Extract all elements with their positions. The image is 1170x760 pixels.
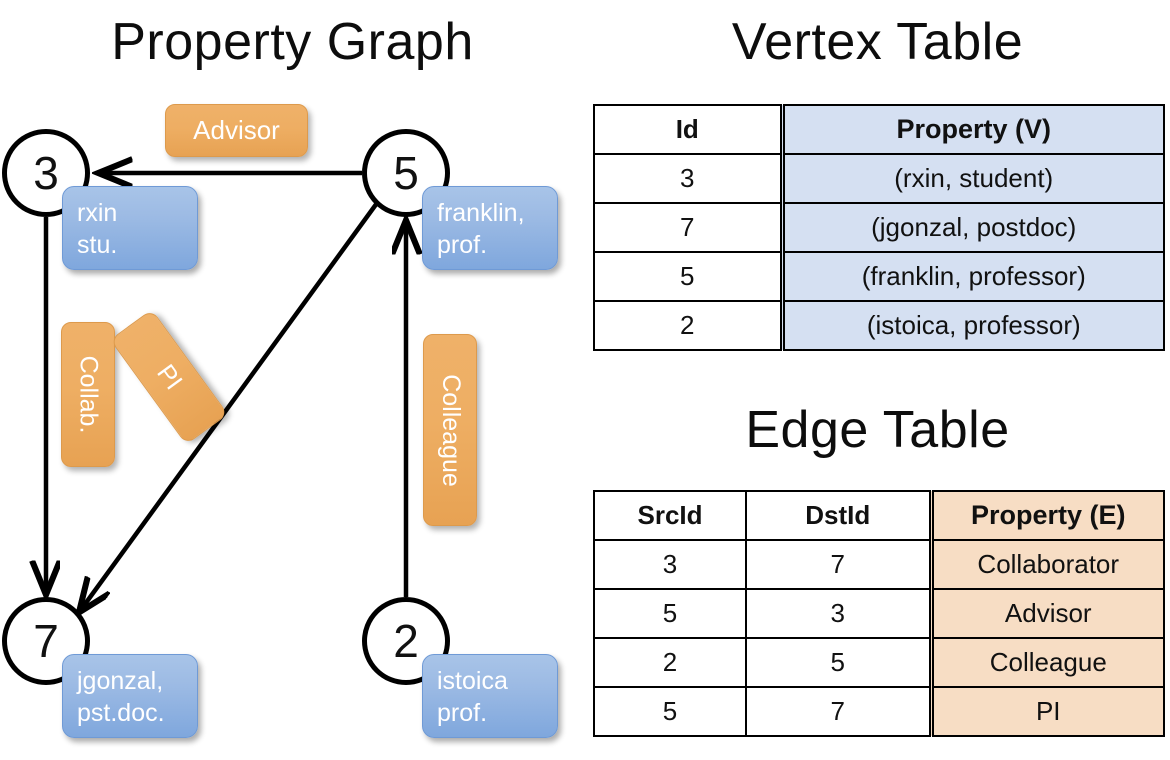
property-graph-diagram: 3 5 7 2 rxin stu. franklin, prof. jgonza… [0, 80, 585, 760]
edge-label-pi-text: PI [151, 358, 188, 395]
edge-label-advisor-text: Advisor [193, 115, 280, 145]
edge-table: SrcId DstId Property (E) 3 7 Collaborato… [593, 490, 1165, 737]
edge-label-advisor: Advisor [165, 104, 308, 157]
edge-table-cell-srcid: 3 [593, 539, 747, 590]
edge-table-cell-srcid: 2 [593, 637, 747, 688]
edge-table-header-row: SrcId DstId Property (E) [593, 490, 1165, 541]
edge-table-header-property: Property (E) [928, 490, 1165, 541]
edge-table-cell-property: Collaborator [928, 539, 1165, 590]
vertex-node-2-label: 2 [393, 615, 419, 667]
vertex-property-istoica-line2: prof. [437, 699, 488, 727]
page-title-property-graph: Property Graph [111, 13, 474, 71]
vertex-node-3-label: 3 [33, 147, 59, 199]
vertex-table-cell-id: 7 [593, 202, 783, 253]
vertex-node-5-label: 5 [393, 147, 419, 199]
edge-arrow-pi [80, 201, 379, 611]
table-row[interactable]: 5 (franklin, professor) [593, 251, 1165, 302]
edge-table-header-srcid: SrcId [593, 490, 747, 541]
vertex-property-istoica-line1: istoica [437, 667, 508, 695]
vertex-table: Id Property (V) 3 (rxin, student) 7 (jgo… [593, 104, 1165, 351]
table-row[interactable]: 2 (istoica, professor) [593, 300, 1165, 351]
table-row[interactable]: 3 (rxin, student) [593, 153, 1165, 204]
edge-table-cell-dstid: 7 [745, 686, 932, 737]
table-row[interactable]: 2 5 Colleague [593, 637, 1165, 688]
vertex-node-5[interactable]: 5 [362, 129, 450, 217]
table-row[interactable]: 5 7 PI [593, 686, 1165, 737]
vertex-table-header-property: Property (V) [779, 104, 1165, 155]
vertex-property-rxin-line1: rxin [77, 199, 118, 227]
vertex-property-rxin-line2: stu. [77, 231, 118, 259]
vertex-property-franklin-line2: prof. [437, 231, 488, 259]
vertex-table-cell-property: (rxin, student) [779, 153, 1165, 204]
table-row[interactable]: 3 7 Collaborator [593, 539, 1165, 590]
vertex-table-cell-property: (istoica, professor) [779, 300, 1165, 351]
vertex-property-box-istoica: istoica prof. [422, 654, 558, 738]
edge-table-cell-dstid: 7 [745, 539, 932, 590]
vertex-table-header-row: Id Property (V) [593, 104, 1165, 155]
vertex-table-cell-property: (franklin, professor) [779, 251, 1165, 302]
graph-edges-layer [0, 80, 585, 760]
table-row[interactable]: 5 3 Advisor [593, 588, 1165, 639]
edge-label-collab: Collab. [61, 322, 115, 467]
vertex-table-cell-id: 3 [593, 153, 783, 204]
table-row[interactable]: 7 (jgonzal, postdoc) [593, 202, 1165, 253]
edge-table-cell-srcid: 5 [593, 686, 747, 737]
edge-table-cell-property: Colleague [928, 637, 1165, 688]
vertex-property-box-jgonzal: jgonzal, pst.doc. [62, 654, 198, 738]
vertex-property-jgonzal-line2: pst.doc. [77, 699, 165, 727]
edge-table-cell-dstid: 3 [745, 588, 932, 639]
edge-table-cell-property: PI [928, 686, 1165, 737]
vertex-property-franklin-line1: franklin, [437, 199, 525, 227]
vertex-table-header-id: Id [593, 104, 783, 155]
vertex-node-7-label: 7 [33, 615, 59, 667]
vertex-property-box-rxin: rxin stu. [62, 186, 198, 270]
edge-label-collab-text: Collab. [74, 355, 103, 434]
page-title-edge-table: Edge Table [745, 401, 1010, 459]
edge-table-header-dstid: DstId [745, 490, 932, 541]
vertex-table-cell-id: 5 [593, 251, 783, 302]
vertex-table-cell-id: 2 [593, 300, 783, 351]
edge-table-cell-srcid: 5 [593, 588, 747, 639]
vertex-table-cell-property: (jgonzal, postdoc) [779, 202, 1165, 253]
edge-label-colleague-text: Colleague [436, 373, 465, 487]
vertex-property-jgonzal-line1: jgonzal, [77, 667, 164, 695]
page-title-vertex-table: Vertex Table [731, 13, 1024, 71]
vertex-property-box-franklin: franklin, prof. [422, 186, 558, 270]
edge-label-colleague: Colleague [423, 334, 477, 526]
vertex-node-3[interactable]: 3 [2, 129, 90, 217]
edge-table-cell-dstid: 5 [745, 637, 932, 688]
edge-table-cell-property: Advisor [928, 588, 1165, 639]
